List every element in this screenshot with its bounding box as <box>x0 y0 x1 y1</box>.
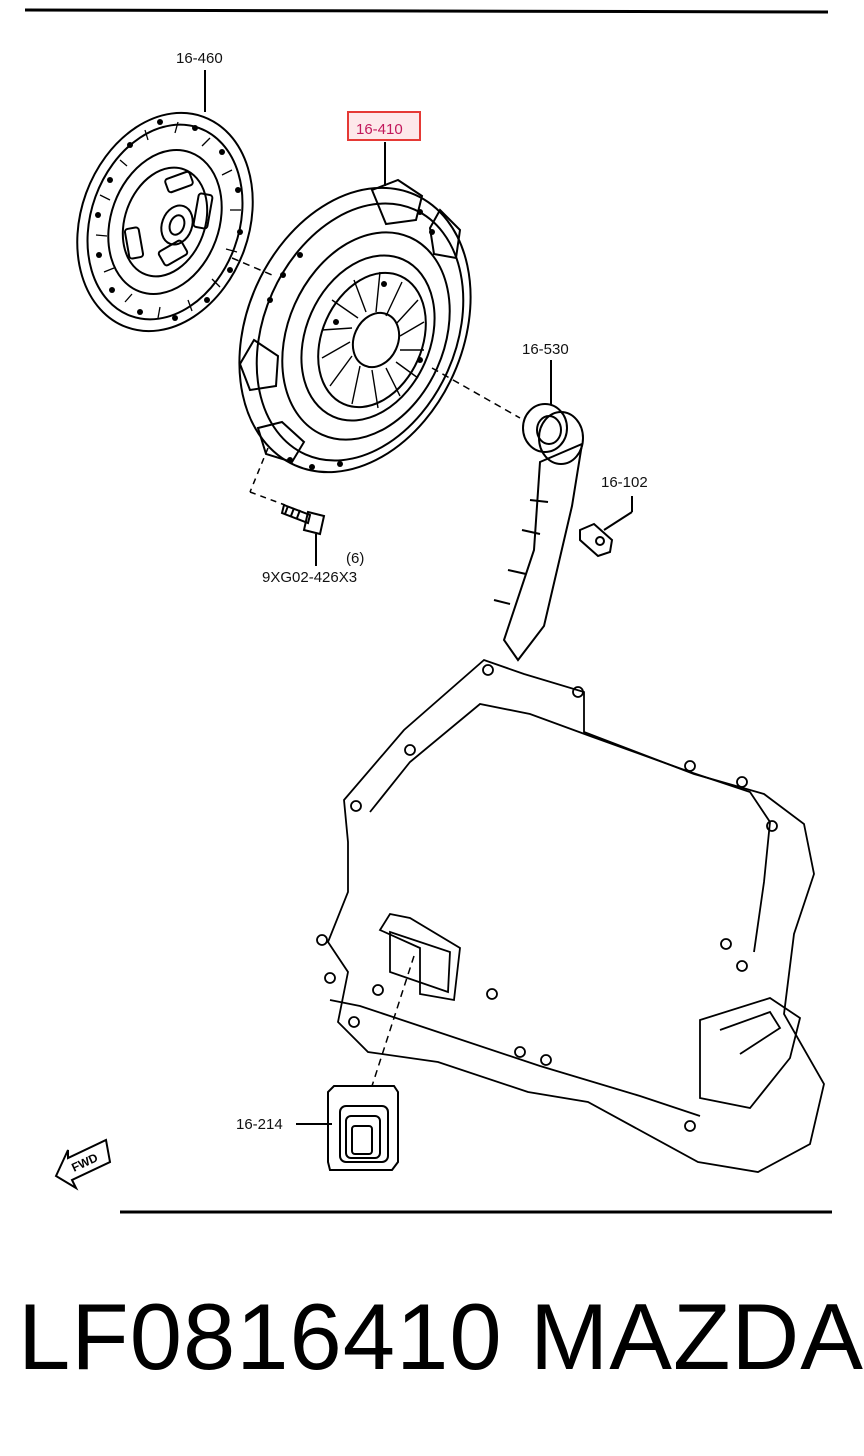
label-clutch-disc: 16-460 <box>176 50 223 67</box>
highlight-box <box>347 111 421 141</box>
cover-bolt[interactable] <box>280 503 326 536</box>
label-bolt-code: 9XG02-426X3 <box>262 569 357 586</box>
top-border <box>24 8 829 14</box>
fork-fitting[interactable] <box>579 522 614 558</box>
label-fitting: 16-102 <box>601 474 648 491</box>
clutch-disc[interactable] <box>48 88 282 356</box>
release-bearing[interactable] <box>493 403 584 662</box>
label-clutch-cover: 16-410 <box>356 121 403 138</box>
label-boot: 16-214 <box>236 1116 283 1133</box>
clutch-cover[interactable] <box>196 151 514 509</box>
label-bolt-qty: (6) <box>346 550 364 567</box>
label-release-bearing: 16-530 <box>522 341 569 358</box>
fwd-arrow-icon: FWD <box>54 1138 112 1191</box>
brand-name: MAZDA <box>530 1284 864 1389</box>
part-number: LF0816410 <box>18 1284 503 1389</box>
release-fork-boot[interactable] <box>327 1085 399 1171</box>
transmission-housing <box>316 658 825 1173</box>
